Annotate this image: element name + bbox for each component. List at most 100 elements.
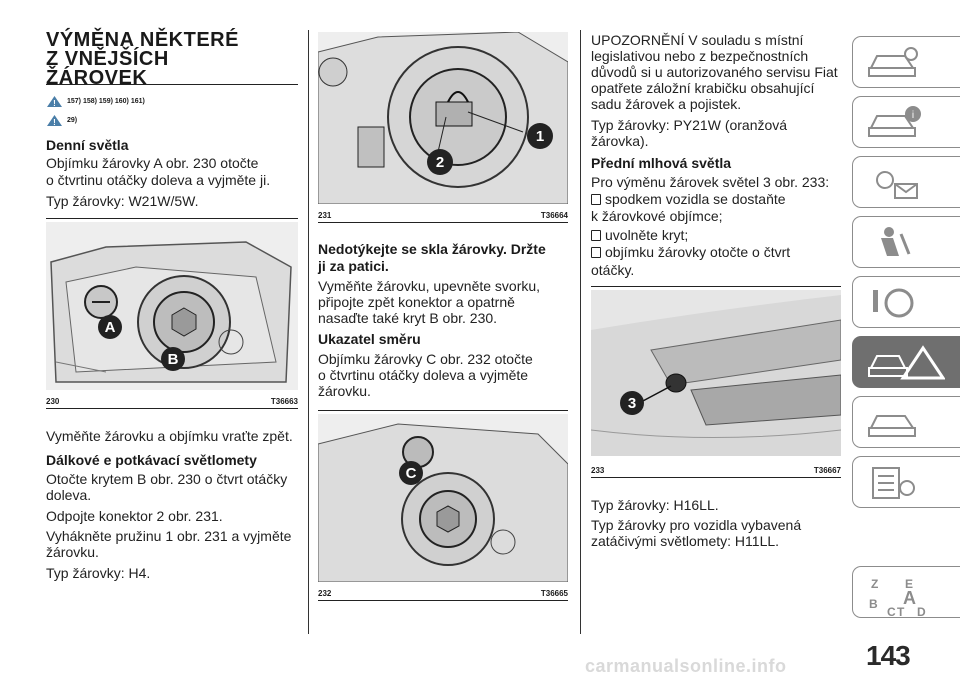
figure-231-caption: 231 T36664	[318, 211, 568, 220]
figure-number: 231	[318, 211, 332, 220]
text-daytime-1b: o čtvrtinu otáčky doleva a vyjměte ji.	[46, 172, 271, 188]
caption-rule	[46, 408, 298, 409]
figure-code: T36667	[813, 466, 841, 475]
tab-safety[interactable]	[852, 216, 960, 268]
tab-emergency[interactable]	[852, 336, 960, 388]
svg-text:3: 3	[628, 395, 636, 412]
tab-technical-data[interactable]	[852, 456, 960, 508]
text-beam-3b: žárovku.	[46, 544, 99, 560]
technical-data-icon	[872, 467, 915, 499]
page-number: 143	[866, 640, 911, 671]
heading-daytime-lights: Denní světla	[46, 137, 129, 153]
heading-no-touch-1: Nedotýkejte se skla žárovky. Držte	[318, 241, 546, 257]
svg-text:B: B	[869, 597, 878, 611]
title-line-1: VÝMĚNA NĚKTERÉ	[46, 29, 239, 51]
text-beam-2: Odpojte konektor 2 obr. 231.	[46, 508, 223, 524]
text-daytime-1: Objímku žárovky A obr. 230 otočte	[46, 155, 259, 171]
column-divider-2	[580, 30, 581, 634]
section-title: VÝMĚNA NĚKTERÉ Z VNĚJŠÍCH ŽÁROVEK	[46, 29, 239, 89]
text-beam-type: Typ žárovky: H4.	[46, 565, 151, 581]
svg-text:C: C	[406, 465, 417, 482]
svg-text:B: B	[168, 351, 179, 368]
figure-code: T36665	[540, 589, 568, 598]
notice-line-3: důvodů si u autorizovaného servisu Fiat	[591, 64, 838, 80]
tab-vehicle-info[interactable]: i	[852, 96, 960, 148]
title-rule	[46, 84, 298, 85]
heading-turn-signal: Ukazatel směru	[318, 331, 421, 347]
headlamp-bulb-illustration	[318, 32, 568, 204]
column-divider-1	[308, 30, 309, 634]
notice-line-2: legislativou nebo z bezpečnostních	[591, 48, 809, 64]
text-beam-1a: Otočte krytem B obr. 230 o čtvrt otáčky	[46, 471, 288, 487]
svg-text:C: C	[887, 605, 896, 619]
figure-rule	[591, 286, 841, 287]
warning-refs-1: ! 157) 158) 159) 160) 161)	[46, 95, 145, 108]
text-no-touch-3: nasaďte také kryt B obr. 230.	[318, 310, 498, 326]
seat-safety-icon	[881, 227, 911, 256]
svg-text:Z: Z	[871, 577, 878, 591]
warning-refs-2: ! 29)	[46, 114, 77, 127]
warning-refs-text-2: 29)	[67, 117, 78, 124]
caution-triangle-icon: !	[47, 115, 62, 127]
text-turn-1: Objímku žárovky C obr. 232 otočte	[318, 351, 533, 367]
figure-230-caption: 230 T36663	[46, 397, 298, 406]
text-beam-3a: Vyhákněte pružinu 1 obr. 231 a vyjměte	[46, 528, 292, 544]
car-search-icon	[868, 47, 918, 77]
steering-key-icon	[873, 288, 914, 318]
text-turn-3: žárovku.	[318, 383, 371, 399]
figure-232: C	[318, 414, 568, 582]
text-turn-type-2: žárovka).	[591, 133, 649, 149]
car-info-icon: i	[868, 106, 921, 137]
text-fog-type: Typ žárovky: H16LL.	[591, 497, 719, 513]
tab-starting-driving[interactable]	[852, 276, 960, 328]
heading-no-touch-2: ji za patici.	[318, 258, 389, 274]
figure-code: T36664	[540, 211, 568, 220]
figure-233-caption: 233 T36667	[591, 466, 841, 475]
svg-text:D: D	[917, 605, 926, 619]
warning-refs-text: 157) 158) 159) 160) 161)	[67, 98, 145, 105]
text-turn-2: o čtvrtinu otáčky doleva a vyjměte	[318, 367, 529, 383]
bullet-1-cont: k žárovkové objímce;	[591, 208, 723, 224]
text-adaptive-2: zatáčivými světlomety: H11LL.	[591, 533, 780, 549]
text-beam-1b: doleva.	[46, 487, 92, 503]
text-turn-type-1: Typ žárovky: PY21W (oranžová	[591, 117, 788, 133]
fog-light-illustration	[591, 290, 841, 456]
marker-3: 3	[620, 391, 644, 415]
bullet-1: spodkem vozidla se dostaňte	[591, 191, 786, 207]
turn-signal-illustration	[318, 414, 568, 582]
caption-rule	[591, 477, 841, 478]
figure-code: T36663	[270, 397, 298, 406]
figure-230: A B	[46, 222, 298, 390]
title-line-3: ŽÁROVEK	[46, 67, 148, 89]
marker-b: B	[161, 347, 185, 371]
bullet-3: objímku žárovky otočte o čtvrt	[591, 244, 790, 260]
figure-rule	[46, 218, 298, 219]
figure-232-caption: 232 T36665	[318, 589, 568, 598]
tab-vehicle-knowledge[interactable]	[852, 36, 960, 88]
svg-text:1: 1	[536, 128, 544, 145]
checkbox-bullet-icon	[591, 247, 601, 258]
caption-rule	[318, 222, 568, 223]
marker-a: A	[98, 315, 122, 339]
svg-text:!: !	[53, 99, 56, 108]
figure-number: 232	[318, 589, 332, 598]
notice-line-1: UPOZORNĚNÍ V souladu s místní	[591, 32, 804, 48]
tab-maintenance[interactable]	[852, 396, 960, 448]
text-no-touch-2: připojte zpět konektor a opatrně	[318, 294, 515, 310]
bullet-3-cont: otáčky.	[591, 262, 635, 278]
marker-1: 1	[527, 123, 553, 149]
svg-text:!: !	[53, 118, 56, 127]
notice-line-4: opatřete záložní krabičku obsahující	[591, 80, 815, 96]
notice-line-5: sadu žárovek a pojistek.	[591, 96, 742, 112]
headlamp-rear-illustration	[46, 222, 298, 390]
watermark: carmanualsonline.info	[585, 656, 787, 676]
marker-c: C	[399, 461, 423, 485]
tab-warning-lights[interactable]	[852, 156, 960, 208]
svg-text:i: i	[912, 110, 914, 121]
figure-number: 233	[591, 466, 605, 475]
dashboard-lights-icon	[876, 171, 918, 199]
figure-number: 230	[46, 397, 60, 406]
svg-text:A: A	[903, 588, 916, 608]
